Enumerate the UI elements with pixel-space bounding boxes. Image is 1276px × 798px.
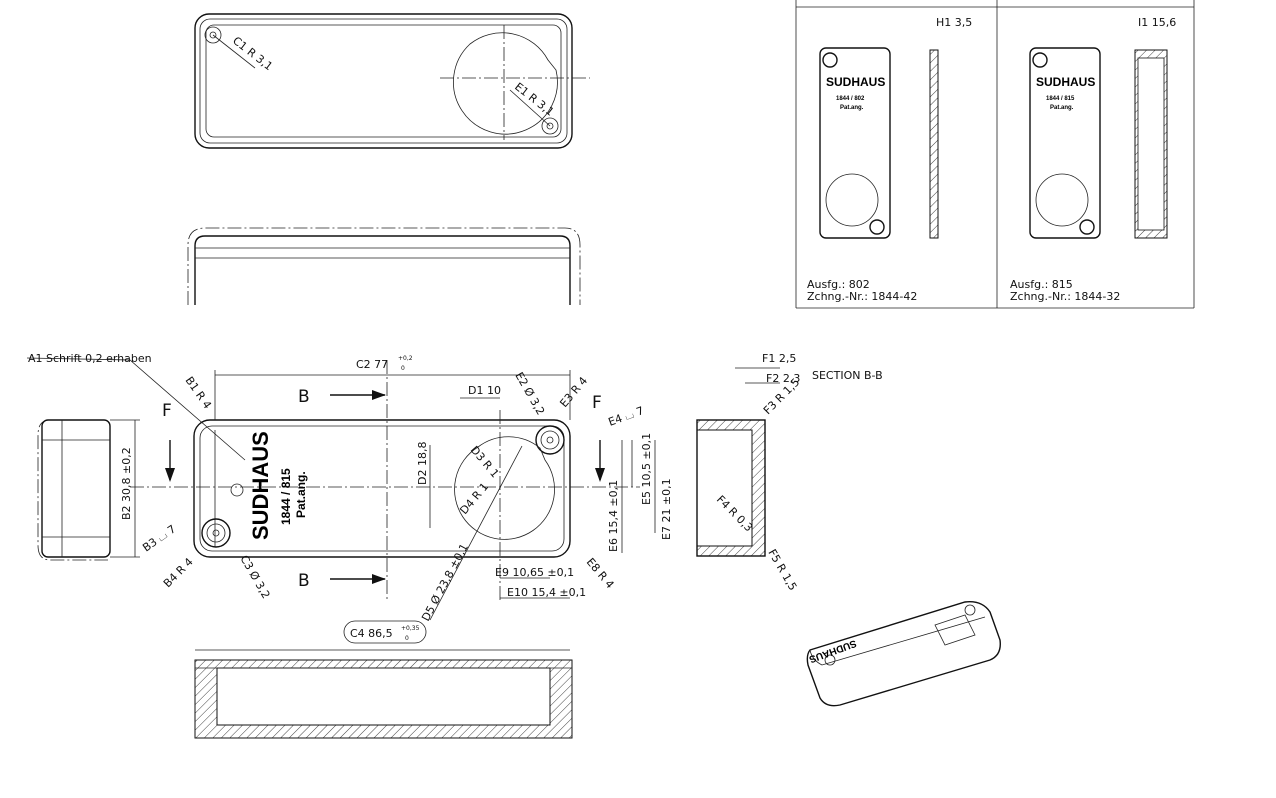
dim-e9: E9 10,65 ±0,1 bbox=[495, 566, 574, 579]
dim-e5: E5 10,5 ±0,1 bbox=[640, 433, 653, 505]
dim-d5: D5 Ø 23,8 ±0,1 bbox=[419, 542, 471, 624]
dim-e8: E8 R 4 bbox=[584, 556, 617, 592]
dim-f2: F2 2,3 bbox=[766, 372, 800, 385]
section-label-top: B bbox=[298, 387, 310, 407]
dim-c2-tol-lower: 0 bbox=[401, 365, 405, 372]
dim-f4: F4 R 0,3 bbox=[714, 493, 755, 534]
dim-c4: C4 86,5 bbox=[350, 627, 393, 640]
top-view: C1 R 3,1 E1 R 3,1 bbox=[194, 13, 590, 149]
section-b-b: SECTION B-B F1 2,5 F2 2,3 F3 R 1,5 F4 R … bbox=[696, 352, 883, 593]
dim-b1: B1 R 4 bbox=[183, 374, 214, 411]
variants-panel: SUDHAUS 1844 / 802 Pat.ang. H1 3,5 Ausfg… bbox=[795, 0, 1195, 309]
variant-part: 1844 / 815 bbox=[1046, 96, 1075, 102]
dim-c4-tol-upper: +0,35 bbox=[401, 625, 420, 632]
side-view: B2 30,8 ±0,2 bbox=[37, 419, 140, 561]
view-label-left: F bbox=[162, 401, 172, 421]
dim-e7: E7 21 ±0,1 bbox=[660, 478, 673, 540]
variant-zchng: Zchng.-Nr.: 1844-42 bbox=[807, 290, 917, 303]
dim-f5: F5 R 1,5 bbox=[765, 547, 799, 593]
dim-d3: D3 R 1 bbox=[468, 444, 502, 481]
variant-802: SUDHAUS 1844 / 802 Pat.ang. H1 3,5 Ausfg… bbox=[807, 16, 972, 303]
dim-e10: E10 15,4 ±0,1 bbox=[507, 586, 586, 599]
variant-pat: Pat.ang. bbox=[840, 105, 864, 111]
variant-zchng: Zchng.-Nr.: 1844-32 bbox=[1010, 290, 1120, 303]
variant-part: 1844 / 802 bbox=[836, 96, 865, 102]
dim-e6: E6 15,4 ±0,1 bbox=[607, 480, 620, 552]
dim-c2: C2 77 bbox=[356, 358, 388, 371]
dim-d4: D4 R 1 bbox=[457, 480, 491, 517]
dim-c3: C3 Ø 3,2 bbox=[237, 553, 272, 601]
view-label-right: F bbox=[592, 393, 602, 413]
dim-e3: E3 R 4 bbox=[557, 374, 590, 410]
logo-emblem-icon bbox=[230, 483, 244, 497]
variant-logo: SUDHAUS bbox=[826, 75, 885, 89]
dim-b2: B2 30,8 ±0,2 bbox=[120, 447, 133, 520]
dim-b3: B3 ⌴ 7 bbox=[140, 522, 178, 554]
note-a1: A1 Schrift 0,2 erhaben bbox=[28, 352, 152, 365]
dim-b4: B4 R 4 bbox=[161, 555, 196, 590]
variant-ausfg: Ausfg.: 802 bbox=[807, 278, 870, 291]
isometric-view: SUDHAUS bbox=[806, 601, 1001, 707]
engraved-logo: SUDHAUS 1844 / 815 Pat.ang. bbox=[248, 431, 308, 540]
bottom-section-view bbox=[194, 659, 573, 739]
dim-c2-tol-upper: +0,2 bbox=[398, 355, 413, 362]
variant-815: SUDHAUS 1844 / 815 Pat.ang. I1 15,6 Ausf… bbox=[1010, 16, 1176, 303]
front-view-upper bbox=[187, 227, 581, 305]
dim-d1: D1 10 bbox=[468, 384, 501, 397]
variant-logo: SUDHAUS bbox=[1036, 75, 1095, 89]
variant-ausfg: Ausfg.: 815 bbox=[1010, 278, 1073, 291]
dim-e1: E1 R 3,1 bbox=[512, 80, 556, 119]
dim-c4-tol-lower: 0 bbox=[405, 635, 409, 642]
variant-dim: H1 3,5 bbox=[936, 16, 972, 29]
variant-dim: I1 15,6 bbox=[1138, 16, 1176, 29]
dim-e2: E2 Ø 3,2 bbox=[512, 370, 547, 417]
variant-pat: Pat.ang. bbox=[1050, 105, 1074, 111]
dim-e4: E4 ⌴ 7 bbox=[607, 404, 646, 429]
pat-text: Pat.ang. bbox=[294, 471, 308, 518]
dim-d2: D2 18,8 bbox=[416, 442, 429, 485]
section-label-bottom: B bbox=[298, 571, 310, 591]
dim-f1: F1 2,5 bbox=[762, 352, 796, 365]
section-title: SECTION B-B bbox=[812, 369, 883, 382]
iso-logo: SUDHAUS bbox=[807, 637, 858, 664]
logo-text: SUDHAUS bbox=[248, 431, 273, 540]
part-number: 1844 / 815 bbox=[279, 468, 293, 525]
